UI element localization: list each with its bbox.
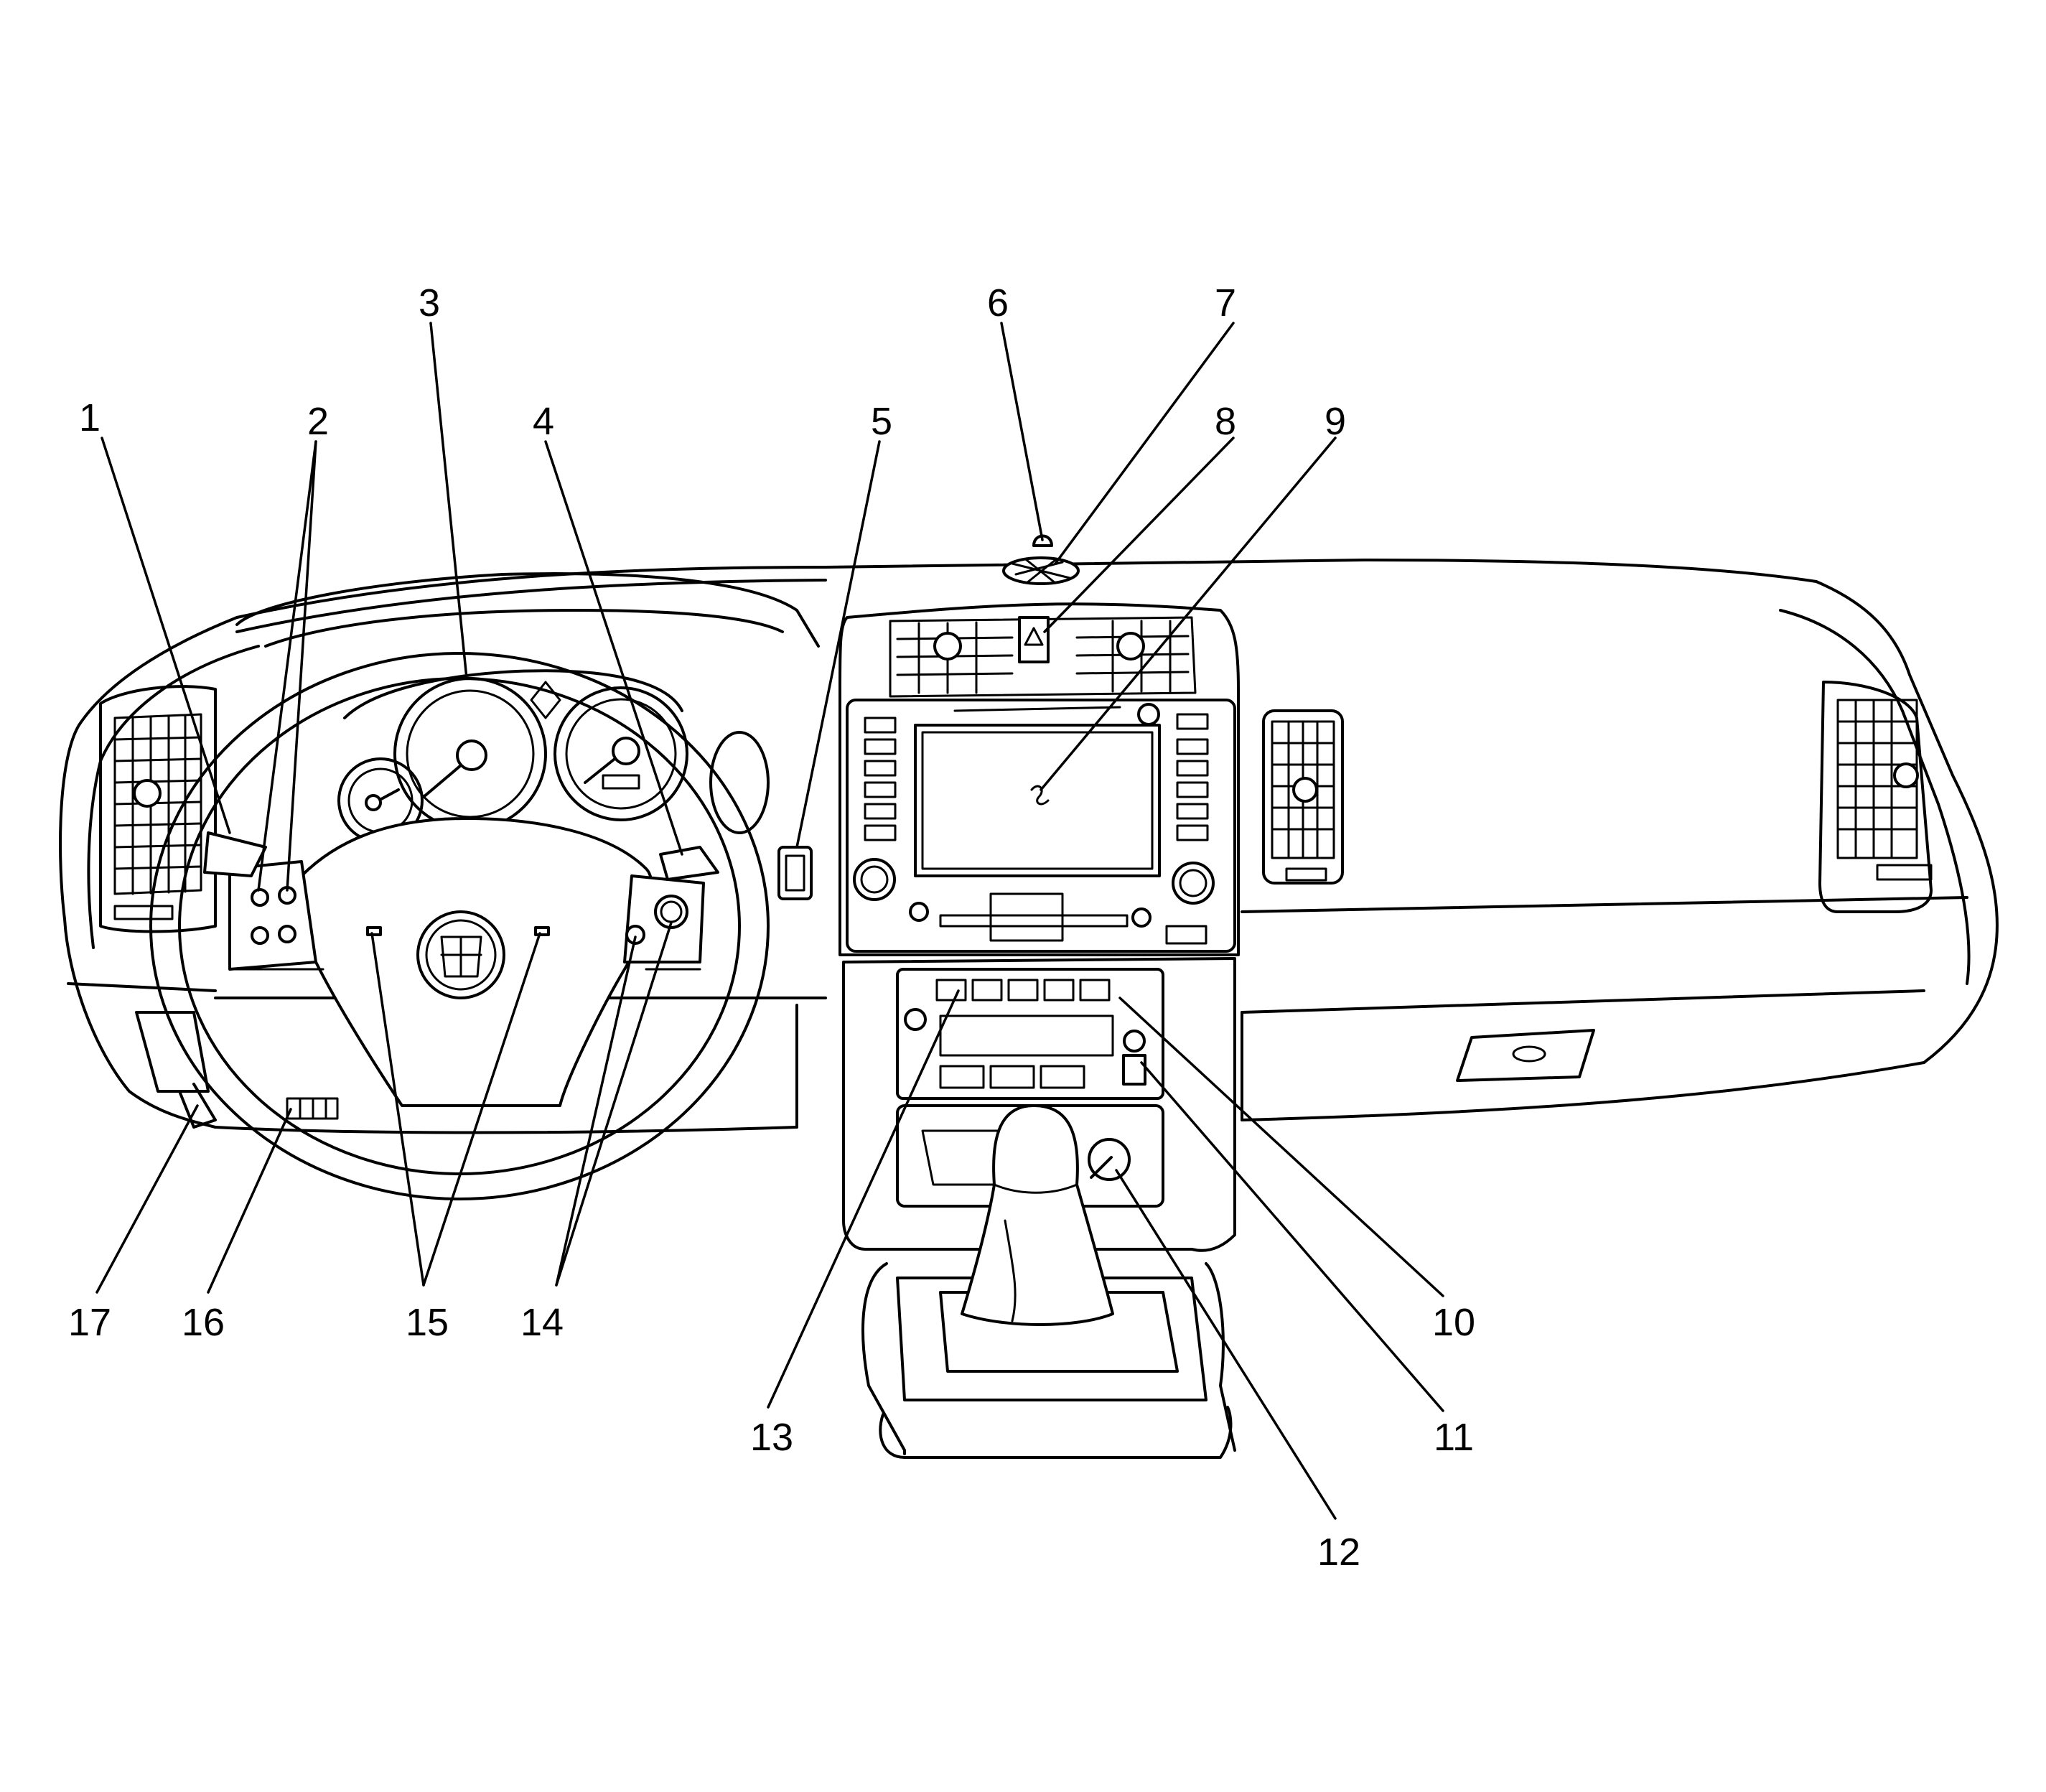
- steering-wheel: [149, 652, 770, 1200]
- callout-12: 12: [1317, 1531, 1360, 1574]
- callout-7: 7: [1215, 281, 1236, 325]
- callout-8: 8: [1215, 400, 1236, 443]
- glovebox-handle: [1456, 1029, 1595, 1082]
- center-stack: [839, 602, 1240, 956]
- callout-14: 14: [520, 1301, 564, 1344]
- instrument-cluster: [235, 572, 820, 844]
- callout-13: 13: [750, 1416, 793, 1459]
- shifter-console: [861, 1104, 1236, 1459]
- callout-9: 9: [1325, 400, 1346, 443]
- callout-15: 15: [406, 1301, 449, 1344]
- callout-16: 16: [182, 1301, 225, 1344]
- leader-lines: [95, 322, 1444, 1520]
- headlamp-switch: [777, 846, 813, 900]
- callout-17: 17: [68, 1301, 111, 1344]
- right-air-vent: [1818, 681, 1933, 913]
- callout-5: 5: [871, 400, 892, 443]
- callout-6: 6: [987, 281, 1009, 325]
- sunload-sensor: [1002, 534, 1080, 585]
- turn-signal-lever: [203, 831, 267, 877]
- callout-1: 1: [79, 396, 101, 439]
- callout-11: 11: [1434, 1416, 1474, 1459]
- center-right-vent: [1262, 709, 1344, 885]
- callout-10: 10: [1432, 1301, 1475, 1344]
- left-air-vent: [99, 685, 217, 933]
- callout-labels: 1 2 3 4 5 6 7 8 9 10 11 12 13 14 15 16 1…: [68, 281, 1475, 1574]
- callout-3: 3: [419, 281, 440, 325]
- hazard-button: [1018, 616, 1050, 663]
- callout-2: 2: [307, 400, 329, 443]
- callout-4: 4: [533, 400, 554, 443]
- wiper-lever: [659, 846, 719, 881]
